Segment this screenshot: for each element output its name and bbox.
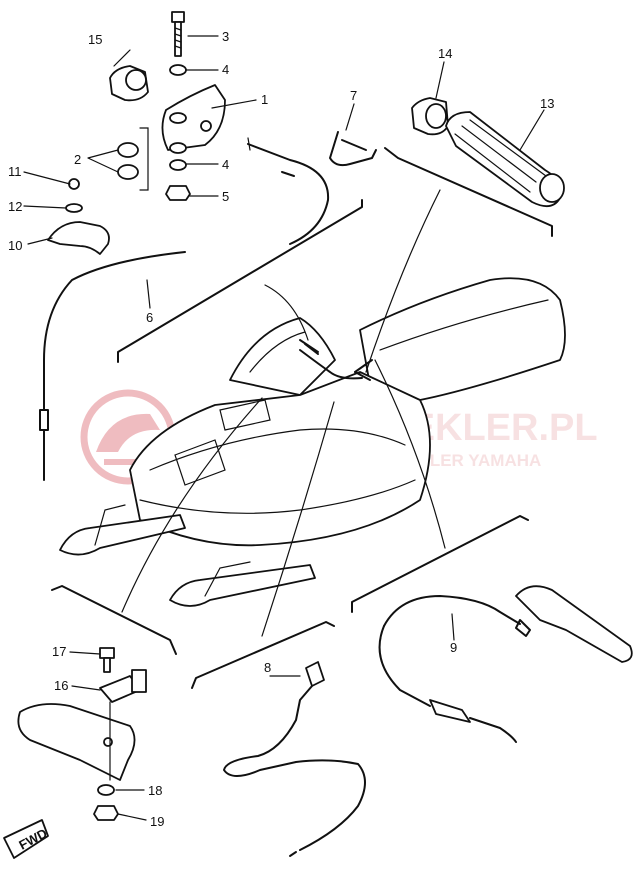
callout-14: 14 (438, 46, 452, 61)
callout-1: 1 (261, 92, 268, 107)
callout-16: 16 (54, 678, 68, 693)
fwd-arrow-icon: FWD (3, 819, 50, 859)
callouts: 1 2 3 4 4 5 6 7 8 9 10 11 12 13 14 15 16… (8, 29, 554, 829)
callout-4-top: 4 (222, 62, 229, 77)
callout-13: 13 (540, 96, 554, 111)
callout-15: 15 (88, 32, 102, 47)
callout-6: 6 (146, 310, 153, 325)
snowmobile-body (59, 277, 566, 607)
callout-19: 19 (150, 814, 164, 829)
callout-11: 11 (8, 164, 22, 179)
choke-cable (223, 661, 366, 857)
bracket-assembly (17, 647, 147, 821)
callout-5: 5 (222, 189, 229, 204)
callout-12: 12 (8, 199, 22, 214)
handle-grip (411, 97, 565, 208)
callout-18: 18 (148, 783, 162, 798)
callout-3: 3 (222, 29, 229, 44)
lever-assembly (39, 11, 330, 481)
callout-leaders (23, 35, 545, 821)
callout-10: 10 (8, 238, 22, 253)
callout-7: 7 (350, 88, 357, 103)
leader-lines (121, 189, 446, 637)
callout-2: 2 (74, 152, 81, 167)
brake-cable (378, 585, 633, 743)
panel-borders (51, 147, 553, 689)
clip (329, 131, 377, 167)
callout-8: 8 (264, 660, 271, 675)
callout-4-lower: 4 (222, 157, 229, 172)
callout-9: 9 (450, 640, 457, 655)
callout-17: 17 (52, 644, 66, 659)
